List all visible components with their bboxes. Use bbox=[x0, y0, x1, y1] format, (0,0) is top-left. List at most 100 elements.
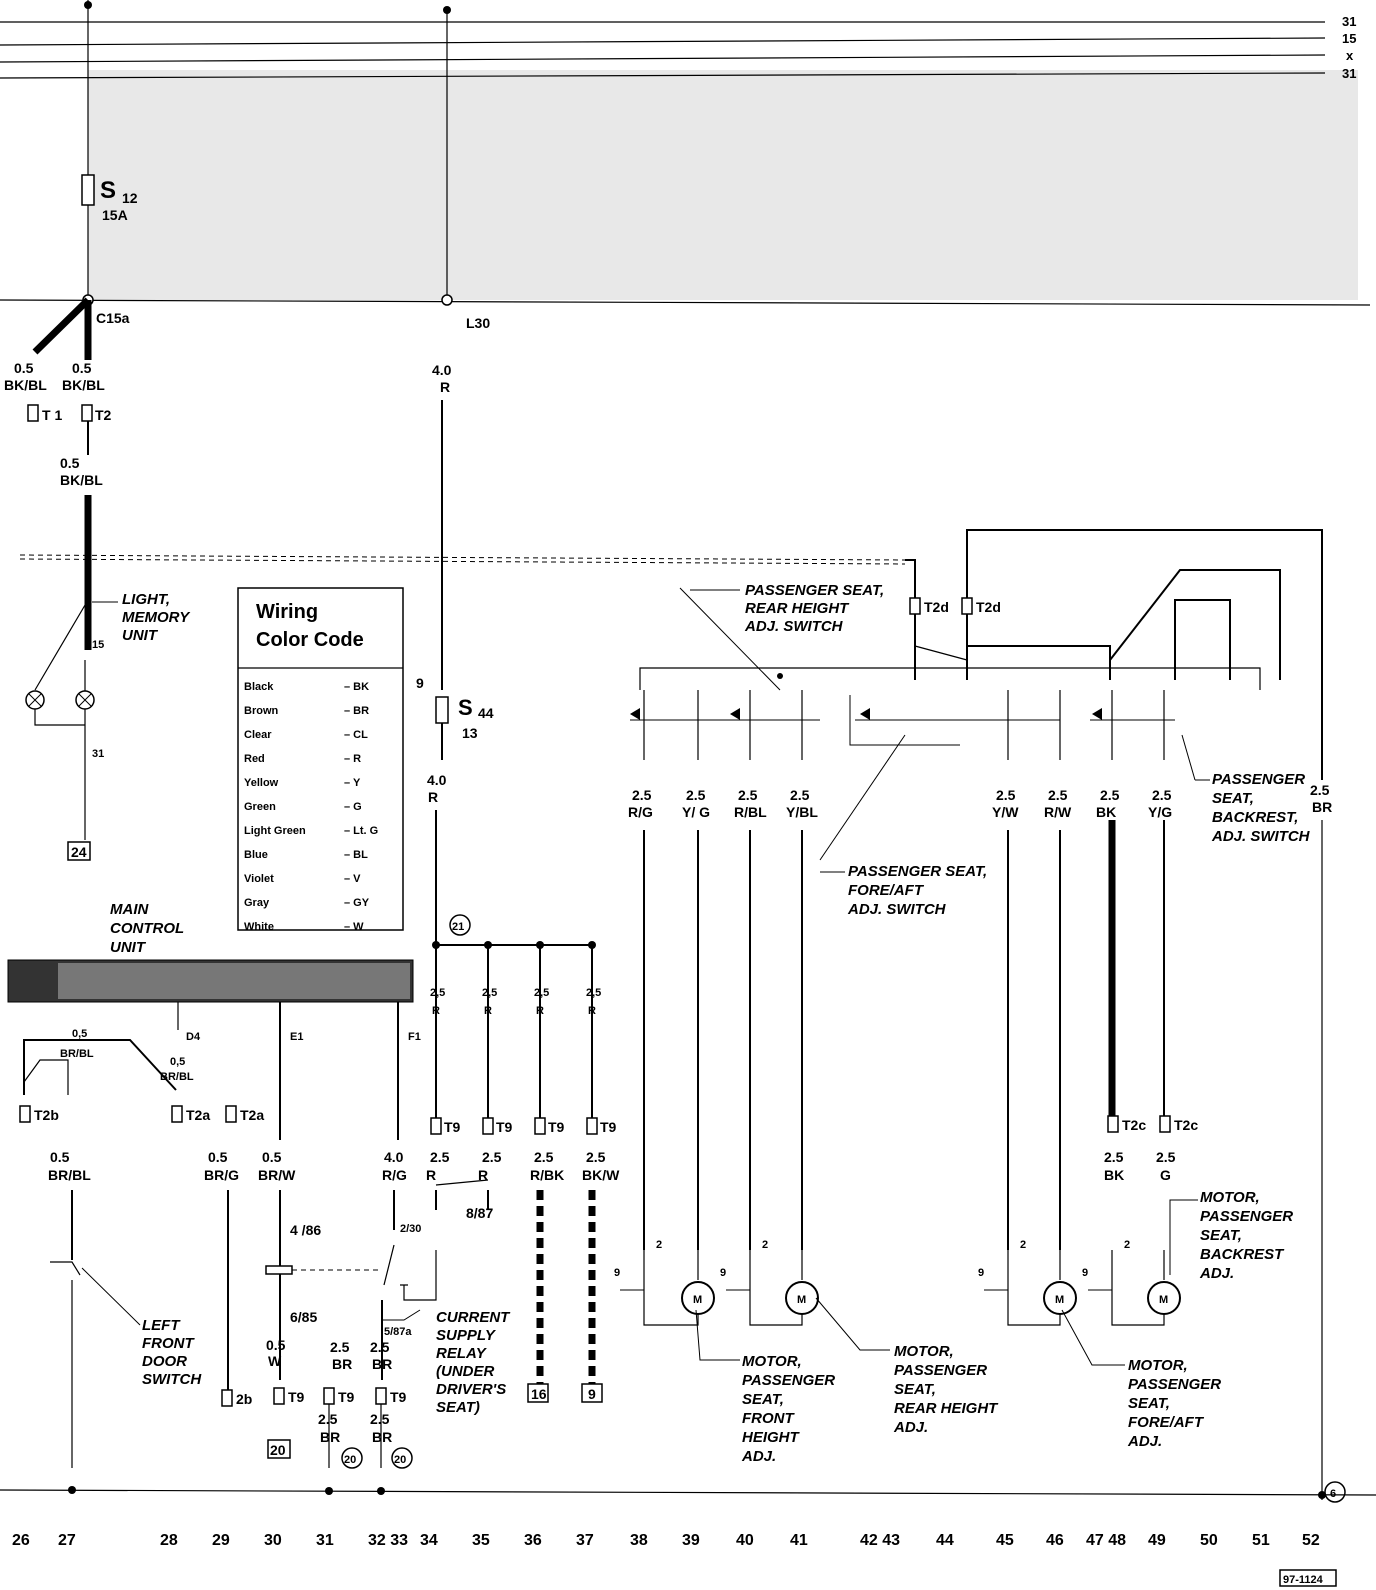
bus-label-15: 15 bbox=[1342, 31, 1356, 46]
r-bus-size: 2,5 bbox=[430, 987, 445, 999]
label-foreaft-switch-2: FORE/AFT bbox=[848, 882, 925, 899]
legend-color-code: – GY bbox=[344, 897, 370, 909]
legend-color-name: Red bbox=[244, 753, 265, 765]
label-main-control-1: MAIN bbox=[110, 901, 149, 918]
connector-e1: E1 bbox=[290, 1031, 303, 1043]
seat-wire-color: Y/W bbox=[992, 804, 1019, 820]
fuse-box-area bbox=[0, 21, 1371, 306]
track-number: 49 bbox=[1148, 1532, 1166, 1549]
seat-wire-color: Y/G bbox=[1148, 804, 1172, 820]
connector-t2d-b: T2d bbox=[976, 599, 1001, 615]
motor-label-line: SEAT, bbox=[1128, 1395, 1170, 1412]
track-number: 50 bbox=[1200, 1532, 1218, 1549]
t9-connector bbox=[482, 1117, 494, 1135]
seat-wire-color: R/G bbox=[628, 804, 653, 820]
motor-label-line: MOTOR, bbox=[894, 1343, 954, 1360]
fuse-s44-circuit: 13 bbox=[462, 725, 478, 741]
track-number: 34 bbox=[420, 1532, 438, 1549]
label-main-control-2: CONTROL bbox=[110, 920, 184, 937]
connector-d4: D4 bbox=[186, 1031, 201, 1043]
t9-connector bbox=[534, 1117, 546, 1135]
seat-wire-color: Y/ G bbox=[682, 804, 710, 820]
lamp-pin-31: 31 bbox=[92, 748, 104, 760]
fuse-s12-rating: 15A bbox=[102, 207, 128, 223]
wire-br-right-color: BR bbox=[1312, 799, 1332, 815]
wire-br-a-color: BR bbox=[332, 1356, 352, 1372]
motor-label-line: ADJ. bbox=[741, 1448, 776, 1465]
fuse-s12-sub: 12 bbox=[122, 190, 138, 206]
motor-pin-2: 2 bbox=[762, 1239, 768, 1251]
wire-backrest-bk-size: 2.5 bbox=[1104, 1149, 1124, 1165]
legend-color-code: – Lt. G bbox=[344, 825, 378, 837]
motor-symbol-label: M bbox=[693, 1294, 702, 1306]
track-number: 39 bbox=[682, 1532, 700, 1549]
motor-label-line: FRONT bbox=[742, 1410, 795, 1427]
label-backrest-switch-3: BACKREST, bbox=[1212, 809, 1298, 826]
label-foreaft-switch-1: PASSENGER SEAT, bbox=[848, 863, 987, 880]
seat-switch-assembly bbox=[630, 587, 1261, 861]
drawing-ref: 97-1124 bbox=[1283, 1574, 1324, 1586]
connector-t1: T 1 bbox=[42, 407, 62, 423]
legend-color-code: – BR bbox=[344, 705, 369, 717]
t9-label: T9 bbox=[496, 1119, 513, 1135]
track-number: 41 bbox=[790, 1532, 808, 1549]
wire-w-color: W bbox=[268, 1353, 282, 1369]
wire-backrest-g-size: 2.5 bbox=[1156, 1149, 1176, 1165]
track-number: 38 bbox=[630, 1532, 648, 1549]
label-door-switch-4: SWITCH bbox=[142, 1371, 202, 1388]
light-memory-unit: 15 31 LIGHT, MEMORY UNIT 24 bbox=[25, 591, 191, 861]
connector-t2: T2 bbox=[95, 407, 112, 423]
label-door-switch-2: FRONT bbox=[142, 1335, 195, 1352]
t9-out-color: R bbox=[478, 1167, 488, 1183]
main-control-unit: MAIN CONTROL UNIT bbox=[7, 901, 414, 1003]
motor-symbol-label: M bbox=[797, 1294, 806, 1306]
t9-label: T9 bbox=[444, 1119, 461, 1135]
track-number: 47 48 bbox=[1086, 1532, 1126, 1549]
motor-pin-2: 2 bbox=[1124, 1239, 1130, 1251]
wire-l30-size: 4.0 bbox=[432, 362, 452, 378]
motor-label-line: SEAT, bbox=[742, 1391, 784, 1408]
wire-bkbl-left-size: 0.5 bbox=[14, 360, 34, 376]
wire-brbl-d4-color: BR/BL bbox=[160, 1071, 194, 1083]
connector-t2c-b: T2c bbox=[1174, 1117, 1198, 1133]
motor-label-line: BACKREST bbox=[1200, 1246, 1285, 1263]
track-number: 27 bbox=[58, 1532, 76, 1549]
wire-l30-color: R bbox=[440, 379, 450, 395]
connector-t2b: T2b bbox=[34, 1107, 59, 1123]
r-bus-color: R bbox=[432, 1005, 440, 1017]
track-number: 44 bbox=[936, 1532, 954, 1549]
wire-l30-below-size: 4.0 bbox=[427, 772, 447, 788]
motor-label-line: FORE/AFT bbox=[1128, 1414, 1205, 1431]
t2d-harness: T2d T2d bbox=[905, 529, 1323, 780]
motor-label-line: MOTOR, bbox=[1200, 1189, 1260, 1206]
label-foreaft-switch: PASSENGER SEAT, FORE/AFT ADJ. SWITCH bbox=[820, 863, 987, 918]
motor-label-line: HEIGHT bbox=[742, 1429, 801, 1446]
legend-color-code: – V bbox=[344, 873, 361, 885]
s44-pin-9: 9 bbox=[416, 675, 424, 691]
seat-wire-size: 2.5 bbox=[686, 787, 706, 803]
wire-br-c-size: 2.5 bbox=[318, 1411, 338, 1427]
fuse-s44-sub: 44 bbox=[478, 705, 494, 721]
connector-f1: F1 bbox=[408, 1031, 421, 1043]
fuse-s12-main: S bbox=[100, 177, 116, 204]
wire-brbl-d4-size: 0,5 bbox=[170, 1056, 185, 1068]
track-number: 29 bbox=[212, 1532, 230, 1549]
track-number: 46 bbox=[1046, 1532, 1064, 1549]
wire-br-c-color: BR bbox=[320, 1429, 340, 1445]
box-ref-24: 24 bbox=[71, 844, 87, 860]
connector-c15a: C15a bbox=[96, 310, 130, 326]
motor-label-line: PASSENGER bbox=[1200, 1208, 1293, 1225]
legend-color-name: Black bbox=[244, 681, 274, 693]
current-supply-relay-label: CURRENT SUPPLY RELAY (UNDER DRIVER'S SEA… bbox=[436, 1309, 511, 1416]
wire-br-b-size: 2.5 bbox=[370, 1339, 390, 1355]
track-number: 30 bbox=[264, 1532, 282, 1549]
wire-bkbl-lower-size: 0.5 bbox=[60, 455, 80, 471]
seat-wire-size: 2.5 bbox=[996, 787, 1016, 803]
legend-color-name: Violet bbox=[244, 873, 274, 885]
motor-label-line: PASSENGER bbox=[894, 1362, 987, 1379]
label-light-memory-3: UNIT bbox=[122, 627, 159, 644]
bus-label-x: x bbox=[1346, 48, 1354, 63]
seat-wire-color: Y/BL bbox=[786, 804, 818, 820]
r-bus-color: R bbox=[536, 1005, 544, 1017]
